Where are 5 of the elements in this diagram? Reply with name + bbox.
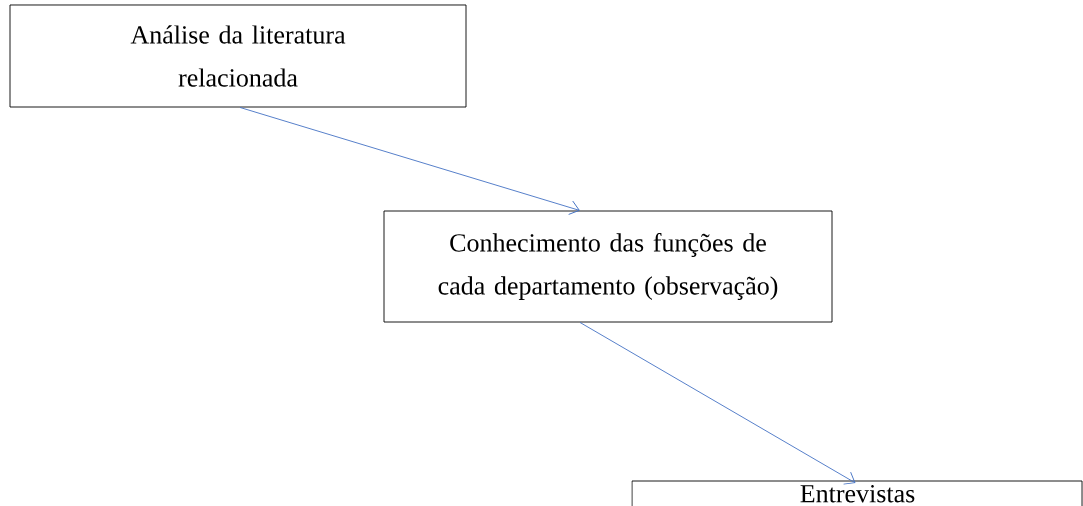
process-box: Conhecimento das funções de cada departamento (observação) [383, 210, 833, 323]
process-box: Entrevistas [631, 480, 1083, 506]
arrow [579, 322, 856, 485]
process-box: Análise da literatura relacionada [9, 4, 467, 108]
arrow [239, 107, 580, 215]
